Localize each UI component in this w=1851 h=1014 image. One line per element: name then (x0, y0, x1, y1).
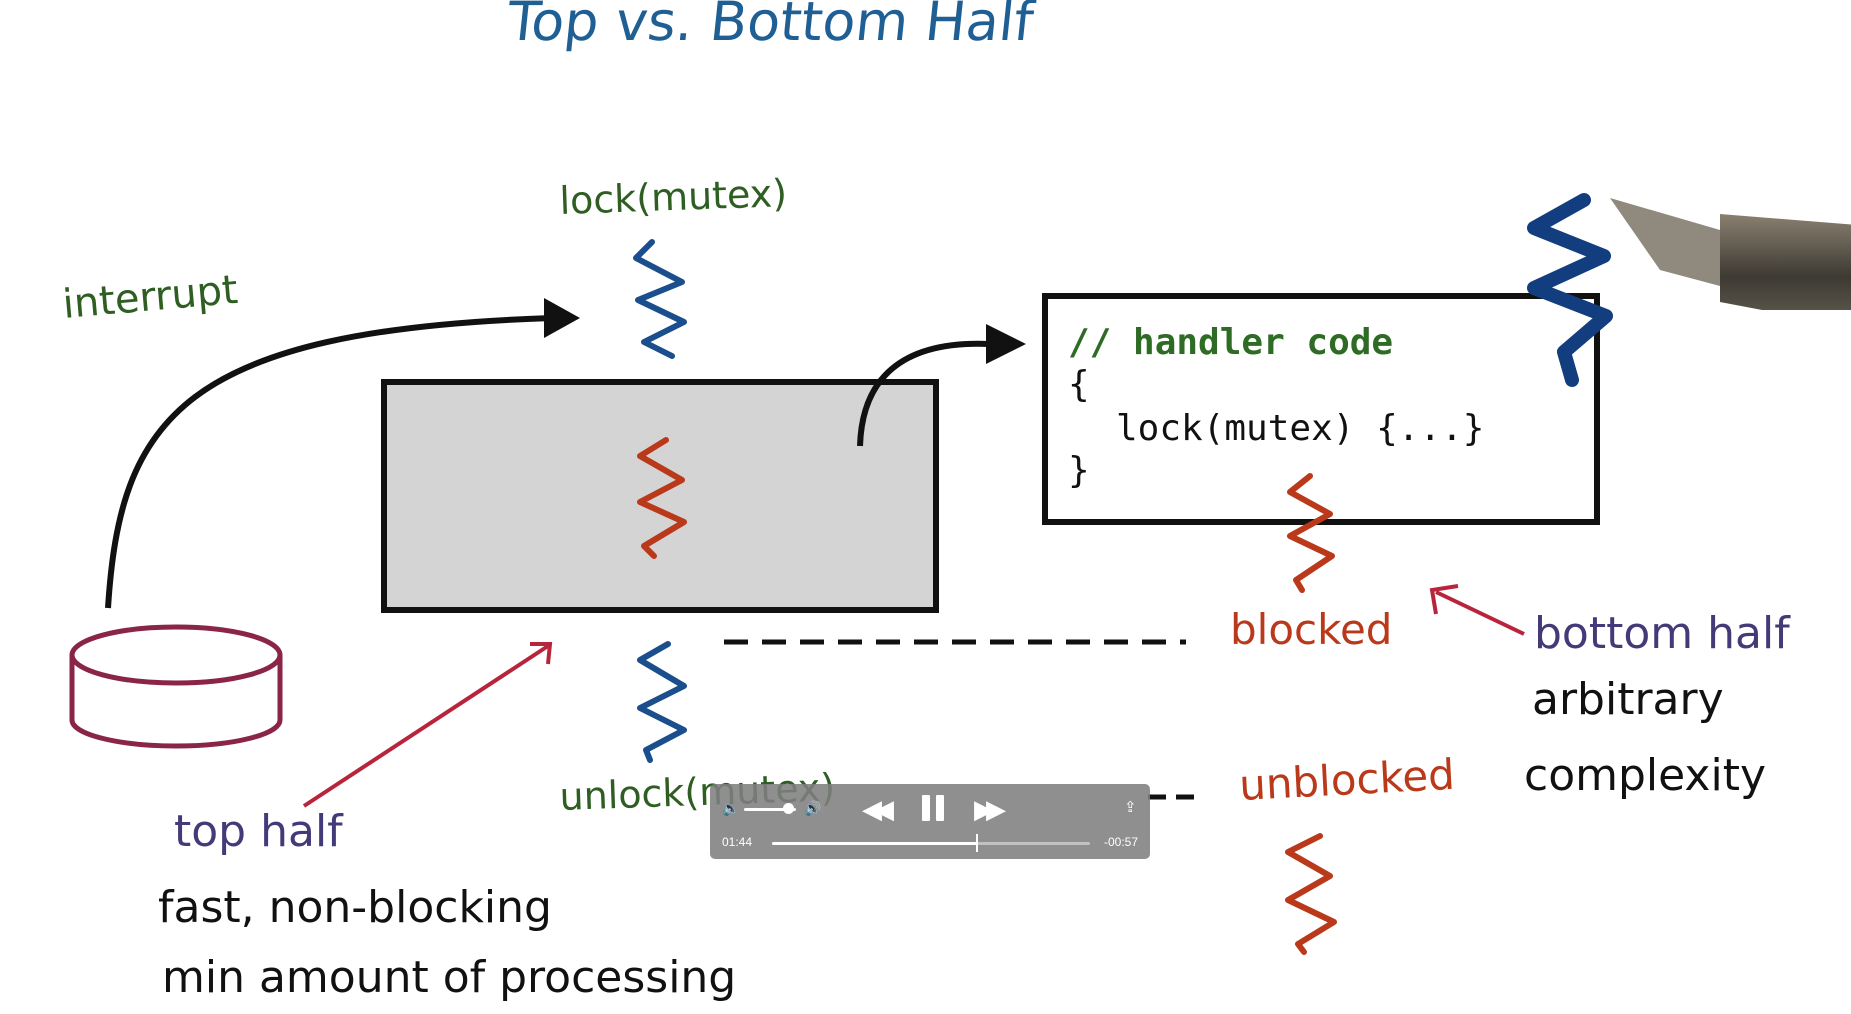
share-icon[interactable]: ⇪ (1124, 799, 1137, 816)
volume-high-icon[interactable]: 🔊 (804, 800, 822, 816)
top-half-label: top half (174, 806, 344, 857)
time-remaining: -00:57 (1103, 835, 1138, 849)
rewind-button[interactable]: ◀◀ (862, 794, 894, 824)
handler-code-comment: // handler code (1068, 322, 1393, 363)
top-half-desc-1: fast, non-blocking (158, 882, 552, 933)
bottom-half-label: bottom half (1534, 608, 1791, 659)
volume-slider[interactable] (744, 808, 796, 811)
thread-red-handler (1287, 473, 1335, 593)
unblocked-label: unblocked (1238, 750, 1456, 810)
pause-icon-bar-right (936, 795, 944, 821)
device-disk-icon (69, 624, 283, 749)
bottom-half-pointer (1435, 590, 1525, 636)
volume-slider-handle[interactable] (783, 803, 795, 814)
bottom-half-desc-1: arbitrary (1532, 674, 1724, 725)
interrupt-arrow (105, 315, 553, 609)
handler-arrowhead (986, 324, 1026, 364)
top-half-pointer-head (530, 642, 553, 665)
video-player-controls: 🔈 🔊 ◀◀ ▶▶ ⇪ 01:44 -00:57 (710, 784, 1150, 859)
top-half-box (381, 379, 939, 613)
time-elapsed: 01:44 (722, 835, 753, 849)
thread-blue-bottom-half (1527, 193, 1613, 387)
lock-label: lock(mutex) (559, 171, 788, 223)
bottom-half-desc-2: complexity (1524, 750, 1766, 801)
pause-button[interactable] (920, 793, 946, 823)
handler-code-close-brace: } (1068, 450, 1090, 491)
handler-code-body: lock(mutex) {...} (1116, 408, 1484, 449)
blocked-label: blocked (1230, 605, 1392, 654)
diagram-title: Top vs. Bottom Half (503, 0, 1038, 53)
progress-fill (772, 842, 978, 845)
fast-forward-button[interactable]: ▶▶ (974, 794, 1006, 824)
thread-red-unblocked (1285, 833, 1337, 955)
handler-code-box (1042, 293, 1600, 525)
pause-icon-bar-left (922, 795, 930, 821)
interrupt-label: interrupt (61, 267, 240, 328)
thread-blue-unlock (637, 641, 687, 763)
top-half-desc-2: min amount of processing (162, 952, 736, 1003)
handler-arrow (857, 340, 991, 447)
volume-low-icon[interactable]: 🔈 (722, 800, 740, 816)
bottom-half-pointer-head (1429, 584, 1459, 615)
handler-code-open-brace: { (1068, 364, 1090, 405)
thread-red-box (637, 437, 687, 559)
interrupt-arrowhead (544, 298, 580, 338)
progress-scrubber-handle[interactable] (976, 834, 979, 852)
thread-blue-top (633, 239, 687, 359)
top-half-pointer (302, 644, 550, 808)
pen-icon (1610, 198, 1851, 310)
